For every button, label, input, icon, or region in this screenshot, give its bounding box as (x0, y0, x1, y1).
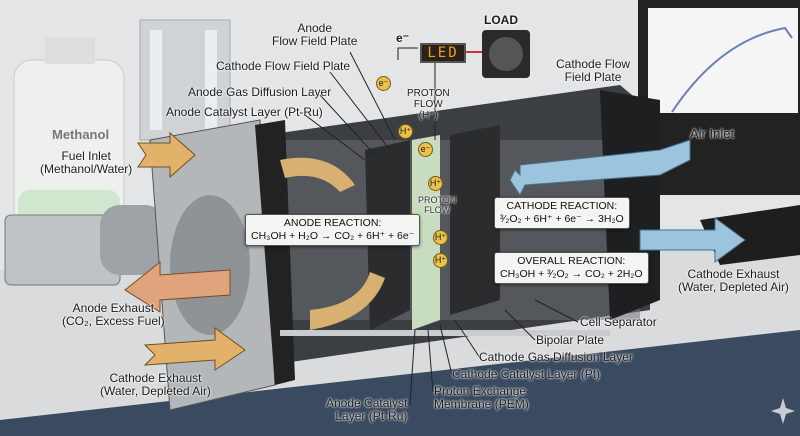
label-line: PROTON (407, 88, 450, 99)
fuel-inlet-arrow (137, 131, 196, 179)
label-line: Anode Exhaust (72, 301, 155, 315)
label-cathode-flow-field-plate-left: Cathode Flow Field Plate (216, 59, 351, 73)
anode-inflow-arrow (280, 157, 355, 192)
label-line: Cathode Exhaust (687, 267, 780, 281)
anode-reaction-box: ANODE REACTION:CH₃OH + H₂O → CO₂ + 6H⁺ +… (245, 214, 421, 246)
label-cell-separator: Cell Separator (580, 315, 657, 329)
anode-outflow-arrow (310, 272, 385, 330)
label-load: LOAD (484, 13, 518, 27)
proton-badge: H⁺ (433, 253, 448, 268)
label-air-inlet: Air Inlet (690, 126, 735, 141)
label-bipolar-plate: Bipolar Plate (536, 333, 605, 347)
label-cathode-catalyst-layer: Cathode Catalyst Layer (Pt) (452, 367, 601, 381)
label-methanol: Methanol (52, 127, 110, 142)
label-line: PROTON (418, 195, 457, 205)
label-line: Cathode Flow (556, 57, 631, 71)
label-cathode-gas-diffusion-layer: Cathode Gas Diffusion Layer (479, 350, 633, 364)
label-line: Field Plate (564, 70, 622, 84)
label-anode-gas-diffusion-layer: Anode Gas Diffusion Layer (188, 85, 332, 99)
label-cathode-exhaust-left: Cathode Exhaust(Water, Depleted Air) (100, 372, 211, 398)
electron-badge: e⁻ (376, 76, 391, 91)
reaction-equation: CH₃OH + H₂O → CO₂ + 6H⁺ + 6e⁻ (251, 230, 415, 242)
proton-badge: H⁺ (398, 124, 413, 139)
anode-exhaust-arrow (124, 260, 231, 313)
label-line: Layer (Pt-Ru) (335, 409, 408, 423)
label-line: FLOW (413, 99, 443, 110)
label-line: Membrane (PEM) (434, 397, 529, 411)
label-line: (Water, Depleted Air) (100, 384, 211, 398)
proton-badge: H⁺ (428, 176, 443, 191)
label-fuel-inlet: Fuel Inlet(Methanol/Water) (40, 150, 132, 176)
label-anode-exhaust: Anode Exhaust(CO₂, Excess Fuel) (62, 302, 165, 328)
label-line: (CO₂, Excess Fuel) (62, 314, 165, 328)
reaction-title: OVERALL REACTION: (517, 255, 626, 267)
label-line: (H⁺) (418, 110, 438, 121)
proton-badge: H⁺ (433, 230, 448, 245)
label-line: Flow Field Plate (272, 34, 358, 48)
sparkle-icon (771, 398, 795, 424)
overall-reaction-box: OVERALL REACTION:CH₃OH + ³⁄₂O₂ → CO₂ + 2… (494, 252, 649, 284)
cathode-reaction-box: CATHODE REACTION:³⁄₂O₂ + 6H⁺ + 6e⁻ → 3H₂… (494, 197, 630, 229)
label-electron: e⁻ (396, 31, 410, 45)
label-line: FLOW (424, 205, 451, 215)
led-display: LED (420, 43, 466, 63)
label-line: Fuel Inlet (61, 149, 111, 163)
label-line: (Water, Depleted Air) (678, 280, 789, 294)
cathode-exhaust-right-arrow (639, 217, 746, 263)
cathode-exhaust-left-arrow (143, 327, 246, 371)
reaction-equation: CH₃OH + ³⁄₂O₂ → CO₂ + 2H₂O (500, 268, 643, 280)
cathode-gdl-mesh (450, 125, 500, 315)
air-inlet-arrow (509, 139, 691, 196)
label-line: Cathode Exhaust (109, 371, 202, 385)
reaction-title: ANODE REACTION: (283, 217, 382, 229)
label-anode-catalyst-layer-top: Anode Catalyst Layer (Pt-Ru) (166, 105, 323, 119)
electron-badge: e⁻ (418, 142, 433, 157)
reaction-equation: ³⁄₂O₂ + 6H⁺ + 6e⁻ → 3H₂O (500, 213, 624, 225)
label-line: (Methanol/Water) (40, 162, 133, 176)
label-line: Anode Catalyst (326, 396, 408, 410)
label-line: Anode (297, 21, 333, 35)
label-line: Proton Exchange (434, 384, 527, 398)
label-cathode-exhaust-right: Cathode Exhaust(Water, Depleted Air) (678, 268, 789, 294)
reaction-title: CATHODE REACTION: (506, 200, 618, 212)
